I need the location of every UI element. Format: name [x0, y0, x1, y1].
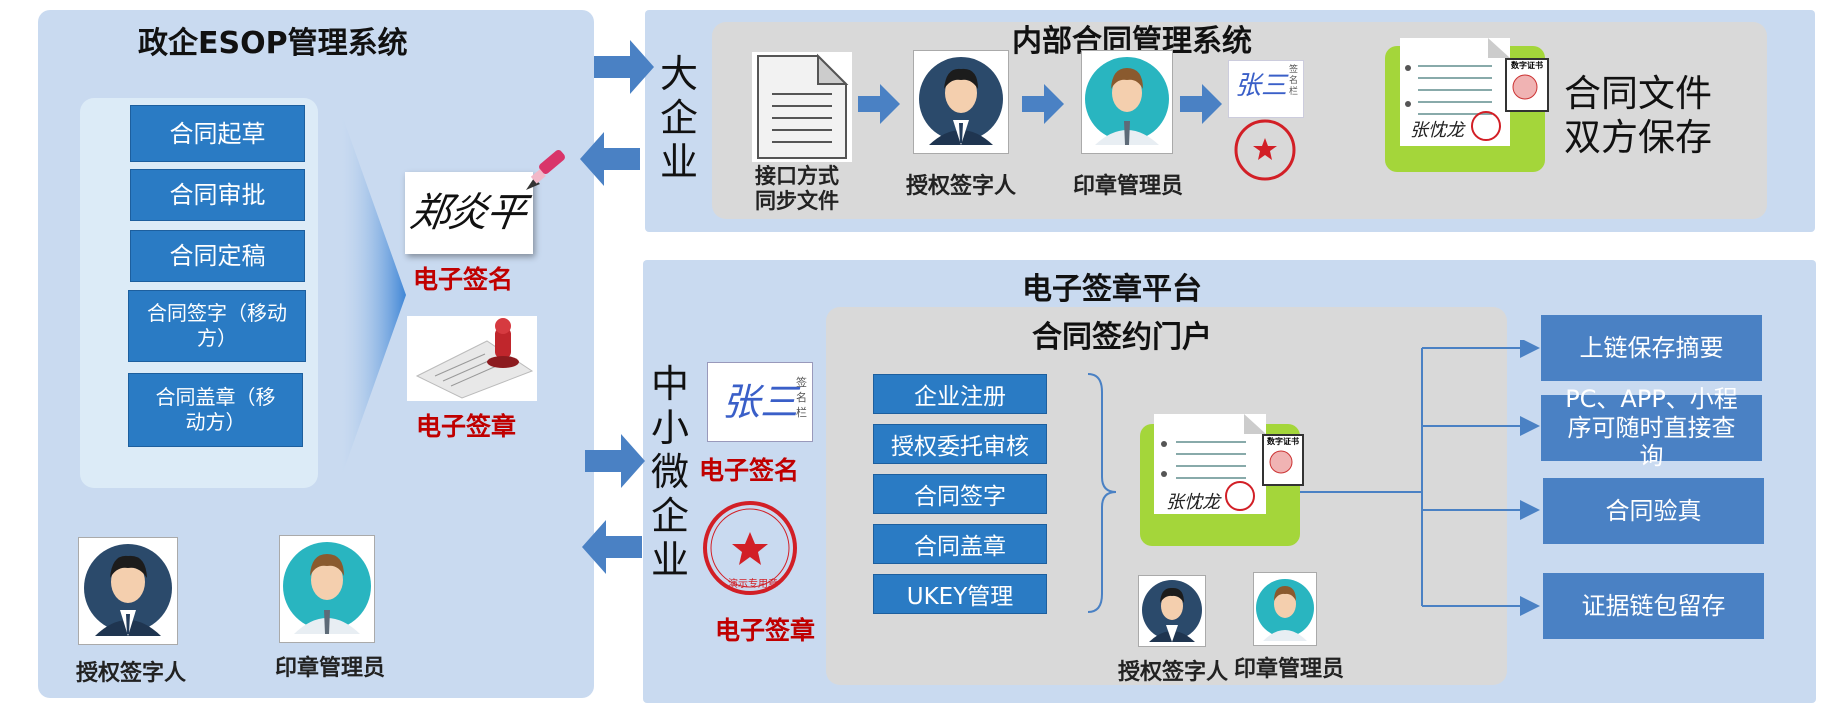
sme-eseal-label: 电子签章 [715, 616, 816, 645]
output-item: 合同验真 [1543, 478, 1764, 544]
seal-admin-icon [1256, 579, 1314, 641]
cert-badge-top: 数字证书 [1505, 58, 1549, 112]
esop-fan-shape [342, 115, 406, 475]
handwritten-signature: 郑炎平 [407, 190, 528, 236]
portal-signer-label: 授权签字人 [1118, 660, 1229, 685]
portal-contract-doc: 张忱龙 [1154, 414, 1266, 514]
stamp-card [407, 316, 537, 401]
sig-name: 张三 [722, 380, 799, 424]
saved-contract-doc: 张忱龙 [1400, 38, 1510, 146]
internal-system-box [712, 22, 1767, 219]
signer-avatar [78, 537, 178, 645]
sme-esign-label: 电子签名 [699, 456, 800, 485]
seal-admin-icon [1085, 57, 1169, 145]
flow-arrow-1 [858, 84, 900, 124]
output-item: 上链保存摘要 [1541, 315, 1762, 381]
sig-sheet: 张三 签名栏 [707, 362, 813, 442]
cert-seal-icon [1269, 450, 1293, 474]
flow-arrow-2 [1022, 84, 1064, 124]
cert-label-center: 数字证书 [1267, 437, 1299, 446]
cert-seal-icon [1512, 74, 1538, 100]
seal-admin-avatar [279, 535, 375, 643]
large-seal-admin-label: 印章管理员 [1073, 174, 1184, 199]
portal-menu-item[interactable]: UKEY管理 [873, 574, 1047, 614]
contract-doc-icon [1161, 414, 1266, 511]
esop-eseal-label: 电子签章 [416, 412, 517, 441]
platform-title: 电子签章平台 [1022, 272, 1202, 307]
cert-label-top: 数字证书 [1511, 61, 1543, 70]
contract-doc-icon [1405, 38, 1510, 141]
esop-menu-item[interactable]: 合同审批 [130, 169, 305, 221]
sig-sheet-small: 张三 签名栏 [1228, 60, 1304, 118]
esop-menu-item[interactable]: 合同盖章（移动方） [128, 373, 303, 447]
red-seal-icon [703, 501, 797, 595]
large-enterprise-label: 大企业 [659, 52, 698, 184]
portal-menu-item[interactable]: 合同盖章 [873, 524, 1047, 564]
esop-esign-label: 电子签名 [413, 265, 514, 294]
portal-menu-item[interactable]: 授权委托审核 [873, 424, 1047, 464]
businessman-icon [919, 57, 1003, 145]
stamp-document-icon [415, 318, 534, 399]
portal-signer-avatar [1138, 575, 1206, 647]
sig-name-small: 张三 [1235, 71, 1288, 101]
flow-arrow-3 [1180, 84, 1222, 124]
handwritten-signature-card: 郑炎平 [405, 172, 533, 254]
portal-title: 合同签约门户 [1032, 320, 1212, 355]
sync-document-card [752, 52, 852, 162]
portal-brace [1087, 373, 1117, 613]
output-connectors [1300, 340, 1540, 616]
arrow-right-to-large [594, 40, 654, 94]
sign-box-label: 签名栏 [796, 376, 807, 419]
doc-signature-top: 张忱龙 [1410, 120, 1464, 141]
output-item: PC、APP、小程序可随时直接查询 [1541, 385, 1762, 470]
businessman-icon [84, 544, 172, 636]
esop-menu-item[interactable]: 合同签字（移动方） [128, 290, 306, 362]
esop-menu-item[interactable]: 合同起草 [130, 105, 305, 162]
doc-signature-center: 张忱龙 [1166, 492, 1220, 513]
businessman-icon [1142, 580, 1202, 642]
document-icon [757, 53, 849, 159]
portal-seal-admin-avatar [1253, 572, 1317, 646]
esop-menu-item[interactable]: 合同定稿 [130, 230, 305, 282]
cert-badge-center: 数字证书 [1262, 434, 1304, 486]
arrow-left-from-large [580, 132, 640, 186]
large-signer-label: 授权签字人 [906, 174, 1017, 199]
red-seal-small [1234, 119, 1296, 181]
large-signer-avatar [913, 50, 1009, 154]
output-item: 证据链包留存 [1543, 573, 1764, 639]
large-seal-admin-avatar [1081, 50, 1173, 154]
esop-signer-label: 授权签字人 [76, 661, 187, 686]
sync-label: 接口方式 同步文件 [755, 164, 839, 213]
sme-label: 中小微企业 [650, 362, 689, 582]
portal-seal-admin-label: 印章管理员 [1234, 657, 1345, 682]
esop-seal-admin-label: 印章管理员 [275, 656, 386, 681]
pen-icon [526, 150, 565, 190]
seal-sub-text: 演示专用章 [728, 579, 778, 590]
arrow-right-to-sme [585, 434, 645, 488]
portal-menu-item[interactable]: 合同签字 [873, 474, 1047, 514]
save-label: 合同文件 双方保存 [1564, 72, 1712, 159]
portal-menu-item[interactable]: 企业注册 [873, 374, 1047, 414]
esop-title: 政企ESOP管理系统 [138, 26, 408, 61]
seal-admin-icon [283, 542, 371, 634]
sign-box-label-small: 签名栏 [1289, 65, 1299, 97]
arrow-left-from-sme [582, 520, 642, 574]
